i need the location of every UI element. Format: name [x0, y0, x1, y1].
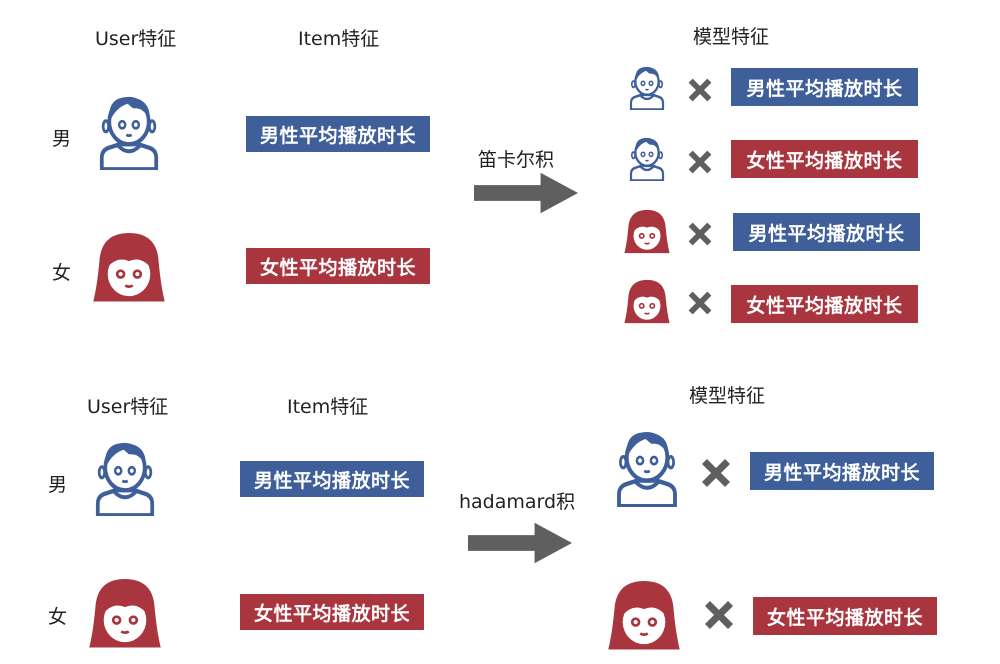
- cross-icon: [687, 77, 713, 103]
- top-male-item-box: 男性平均播放时长: [246, 116, 430, 152]
- top-male-label: 男: [52, 128, 72, 150]
- hadamard-product-label: hadamard积: [459, 491, 576, 513]
- combo-4-item: 女性平均播放时长: [731, 285, 918, 323]
- cross-icon: [703, 599, 735, 631]
- hadamard-combo-1-item: 男性平均播放时长: [750, 452, 934, 490]
- male-avatar-icon: [627, 135, 667, 181]
- top-model-header: 模型特征: [693, 26, 770, 48]
- cross-icon: [700, 457, 732, 489]
- male-avatar-icon: [627, 64, 667, 110]
- bottom-model-header: 模型特征: [689, 385, 766, 407]
- combo-2-item: 女性平均播放时长: [731, 140, 918, 178]
- cross-icon: [687, 221, 713, 247]
- hadamard-combo-2-item: 女性平均播放时长: [753, 597, 937, 635]
- cross-icon: [687, 149, 713, 175]
- male-avatar-icon: [612, 427, 682, 507]
- bottom-female-label: 女: [48, 606, 68, 628]
- top-female-item-box: 女性平均播放时长: [246, 248, 430, 284]
- bottom-male-label: 男: [48, 474, 68, 496]
- bottom-user-header: User特征: [87, 396, 169, 418]
- top-user-header: User特征: [95, 28, 177, 50]
- female-avatar-icon: [91, 230, 167, 306]
- male-avatar-icon: [91, 438, 159, 516]
- male-avatar-icon: [95, 92, 163, 170]
- top-item-header: Item特征: [298, 28, 380, 50]
- bottom-male-item-box: 男性平均播放时长: [240, 461, 424, 497]
- female-avatar-icon: [606, 578, 682, 654]
- female-avatar-icon: [623, 278, 671, 326]
- cartesian-product-label: 笛卡尔积: [478, 149, 555, 171]
- female-avatar-icon: [623, 208, 671, 256]
- right-arrow-icon: [468, 521, 572, 565]
- combo-1-item: 男性平均播放时长: [731, 68, 918, 106]
- combo-3-item: 男性平均播放时长: [733, 213, 920, 251]
- top-female-label: 女: [52, 262, 72, 284]
- bottom-item-header: Item特征: [287, 396, 369, 418]
- female-avatar-icon: [87, 576, 163, 652]
- cross-icon: [687, 290, 713, 316]
- bottom-female-item-box: 女性平均播放时长: [240, 594, 424, 630]
- right-arrow-icon: [474, 171, 578, 215]
